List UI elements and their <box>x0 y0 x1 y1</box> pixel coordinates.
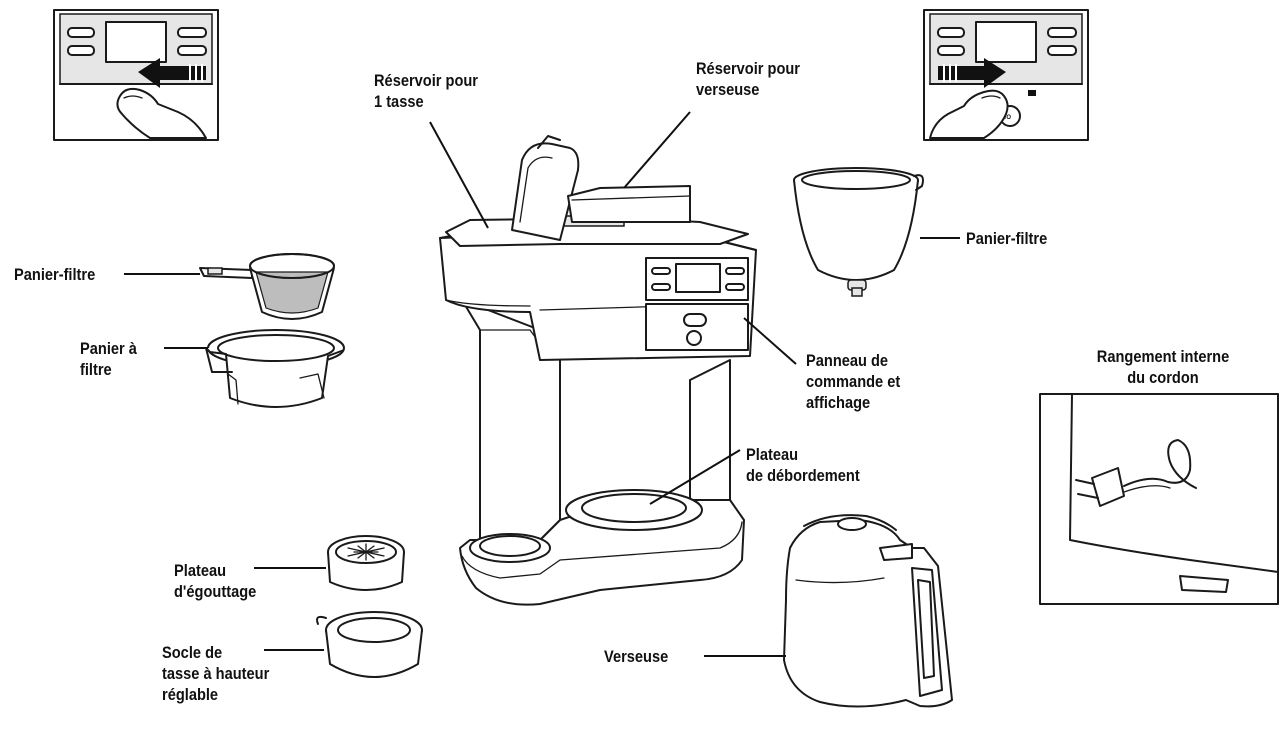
label-panier-a-filtre: Panier à filtre <box>80 338 137 380</box>
label-line: commande et <box>806 372 901 391</box>
label-panier-filtre-right: Panier-filtre <box>966 228 1047 249</box>
label-line: tasse à hauteur <box>162 664 270 683</box>
label-line: d'égouttage <box>174 582 257 601</box>
large-filter-basket <box>793 167 924 297</box>
label-line: filtre <box>80 360 112 379</box>
label-line: Réservoir pour <box>696 59 801 78</box>
label-line: Panier-filtre <box>14 265 96 284</box>
label-line: du cordon <box>1127 368 1199 387</box>
carafe <box>783 514 953 708</box>
label-reservoir-verseuse: Réservoir pour verseuse <box>696 58 800 100</box>
label-line: verseuse <box>696 80 760 99</box>
label-line: réglable <box>162 685 219 704</box>
label-plateau-egouttage: Plateau d'égouttage <box>174 560 256 602</box>
label-line: Plateau <box>746 445 799 464</box>
label-line: de débordement <box>746 466 860 485</box>
cup-riser <box>316 611 423 678</box>
label-line: 1 tasse <box>374 92 424 111</box>
label-line: Panier à <box>80 339 137 358</box>
label-line: Verseuse <box>604 647 669 666</box>
label-line: Socle de <box>162 643 223 662</box>
label-line: affichage <box>806 393 871 412</box>
label-line: Réservoir pour <box>374 71 479 90</box>
label-verseuse: Verseuse <box>604 646 668 667</box>
label-line: Rangement interne <box>1096 347 1230 366</box>
drip-tray <box>327 535 405 591</box>
label-socle: Socle de tasse à hauteur réglable <box>162 642 269 705</box>
label-plateau-debordement: Plateau de débordement <box>746 444 860 486</box>
inset-carafe-panel: I/O <box>923 9 1089 141</box>
label-line: Panier-filtre <box>966 229 1048 248</box>
small-filter-basket <box>199 253 335 320</box>
label-panier-filtre-left: Panier-filtre <box>14 264 95 285</box>
label-line: Panneau de <box>806 351 889 370</box>
label-rangement: Rangement interne du cordon <box>1081 346 1244 388</box>
inset-single-serve-panel: I/O <box>53 9 219 141</box>
leader-lines <box>124 111 960 657</box>
label-reservoir-1-tasse: Réservoir pour 1 tasse <box>374 70 478 112</box>
inset-power-text-2: I/O <box>1003 115 1011 121</box>
coffee-maker-body <box>439 135 757 606</box>
label-line: Plateau <box>174 561 227 580</box>
filter-holder <box>205 329 345 408</box>
label-panneau: Panneau de commande et affichage <box>806 350 900 413</box>
inset-cord-storage <box>1039 393 1279 605</box>
